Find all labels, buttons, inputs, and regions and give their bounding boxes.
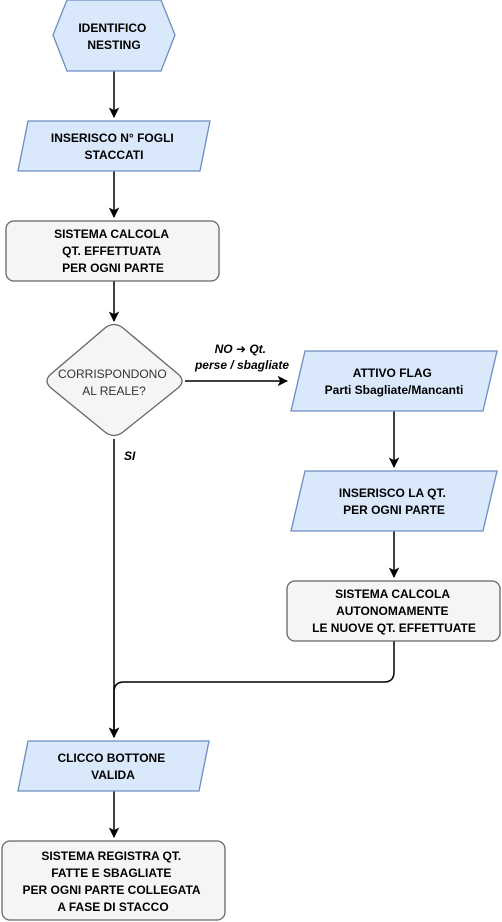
node-sistema-calcola-1-line: PER OGNI PARTE bbox=[62, 261, 164, 275]
node-corrispondono-line: AL REALE? bbox=[82, 384, 146, 398]
node-inserisco-fogli-line: STACCATI bbox=[85, 148, 144, 162]
node-inserisco-fogli: INSERISCO N° FOGLI STACCATI bbox=[17, 120, 211, 172]
node-sistema-calcola-2-line: AUTONOMAMENTE bbox=[336, 604, 448, 618]
node-attivo-flag: ATTIVO FLAG Parti Sbagliate/Mancanti bbox=[290, 350, 498, 412]
node-inserisco-qt-line: INSERISCO LA QT. bbox=[339, 486, 446, 500]
edge-label-si: SI bbox=[124, 449, 136, 463]
edge-label-no-line: NO ➜ Qt. bbox=[215, 342, 266, 356]
node-sistema-calcola-2-line: SISTEMA CALCOLA bbox=[335, 587, 450, 601]
edge-labels: NO ➜ Qt. perse / sbagliate SI bbox=[124, 342, 289, 463]
svg-text:SISTEMA CALCOLA QT. EFFE: SISTEMA CALCOLA QT. EFFETTUATA PER OGNI … bbox=[54, 227, 172, 275]
svg-text:SISTEMA CALCOLA AUTONOMA: SISTEMA CALCOLA AUTONOMAMENTE LE NUOVE Q… bbox=[312, 587, 476, 635]
svg-text:CLICCO BOTTONE VALIDA: CLICCO BOTTONE VALIDA bbox=[57, 751, 168, 782]
node-sistema-calcola-1-line: QT. EFFETTUATA bbox=[62, 244, 161, 258]
node-inserisco-fogli-line: INSERISCO N° FOGLI bbox=[51, 131, 174, 145]
node-clicco-bottone-line: CLICCO BOTTONE bbox=[57, 751, 165, 765]
node-sistema-registra: SISTEMA REGISTRA QT. FATTE E SBAGLIATE P… bbox=[1, 840, 226, 921]
node-identifico: IDENTIFICO NESTING bbox=[52, 0, 176, 72]
node-attivo-flag-line: Parti Sbagliate/Mancanti bbox=[325, 383, 464, 397]
svg-text:INSERISCO N° FOGLI STACC: INSERISCO N° FOGLI STACCATI bbox=[51, 131, 177, 162]
edge-calcola-2-to-clicco bbox=[108, 641, 395, 739]
node-sistema-calcola-1-line: SISTEMA CALCOLA bbox=[54, 227, 169, 241]
node-identifico-line: NESTING bbox=[87, 38, 140, 52]
node-sistema-registra-line: SISTEMA REGISTRA QT. bbox=[41, 849, 181, 863]
svg-text:ATTIVO FLAG Parti Sbagli: ATTIVO FLAG Parti Sbagliate/Mancanti bbox=[325, 366, 464, 397]
node-attivo-flag-line: ATTIVO FLAG bbox=[353, 366, 432, 380]
node-corrispondono-line: CORRISPONDONO bbox=[58, 367, 167, 381]
node-sistema-calcola-2: SISTEMA CALCOLA AUTONOMAMENTE LE NUOVE Q… bbox=[286, 580, 501, 642]
node-identifico-line: IDENTIFICO bbox=[78, 21, 146, 35]
node-inserisco-qt: INSERISCO LA QT. PER OGNI PARTE bbox=[290, 470, 498, 532]
node-sistema-registra-line: PER OGNI PARTE COLLEGATA bbox=[23, 883, 201, 897]
edge-label-no: NO ➜ Qt. perse / sbagliate bbox=[194, 342, 289, 372]
svg-text:IDENTIFICO NESTING: IDENTIFICO NESTING bbox=[78, 21, 149, 52]
node-sistema-registra-line: A FASE DI STACCO bbox=[57, 900, 168, 914]
node-sistema-calcola-2-line: LE NUOVE QT. EFFETTUATE bbox=[312, 621, 476, 635]
node-corrispondono: CORRISPONDONO AL REALE? bbox=[46, 323, 183, 437]
node-inserisco-qt-line: PER OGNI PARTE bbox=[343, 503, 445, 517]
svg-text:SISTEMA REGISTRA QT. FAT: SISTEMA REGISTRA QT. FATTE E SBAGLIATE P… bbox=[23, 849, 204, 914]
node-clicco-bottone: CLICCO BOTTONE VALIDA bbox=[17, 740, 210, 792]
svg-text:INSERISCO LA QT. PER OGN: INSERISCO LA QT. PER OGNI PARTE bbox=[339, 486, 449, 517]
edges bbox=[108, 71, 400, 839]
node-sistema-registra-line: FATTE E SBAGLIATE bbox=[51, 866, 171, 880]
node-clicco-bottone-line: VALIDA bbox=[91, 768, 135, 782]
edge-label-no-line: perse / sbagliate bbox=[194, 358, 289, 372]
node-sistema-calcola-1: SISTEMA CALCOLA QT. EFFETTUATA PER OGNI … bbox=[5, 220, 220, 282]
svg-text:CORRISPONDONO AL REALE?: CORRISPONDONO AL REALE? bbox=[58, 367, 170, 398]
